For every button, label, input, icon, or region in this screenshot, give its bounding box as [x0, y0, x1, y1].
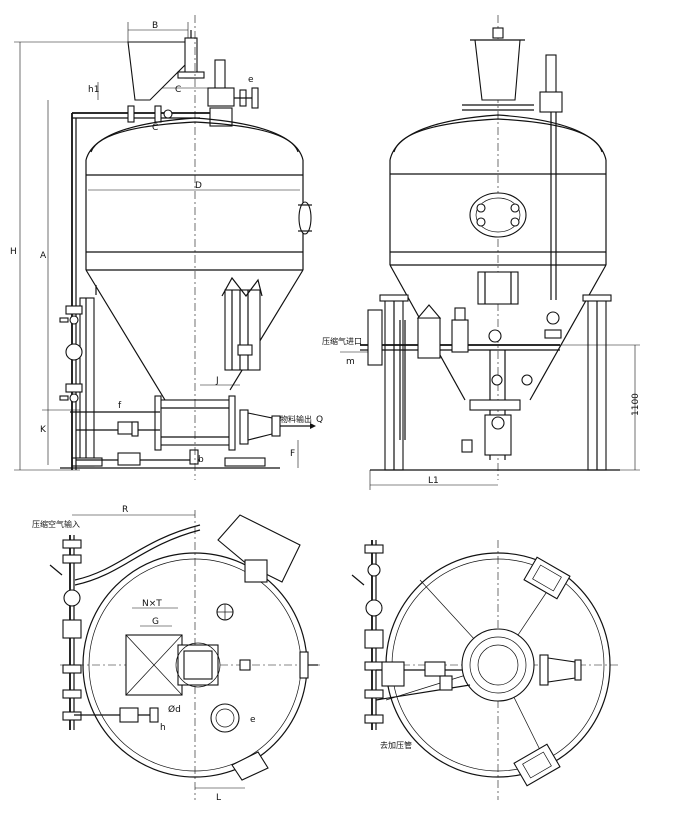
dim-K-label: K	[40, 425, 47, 435]
left-valve-stack	[59, 305, 83, 403]
dim-b-label: b	[198, 455, 204, 465]
dim-e-plan-label: e	[250, 715, 256, 725]
dim-A-label: A	[40, 251, 47, 261]
front-view: H A K h1 B C C e	[10, 15, 323, 480]
dim-R-label: R	[122, 505, 128, 515]
dim-G-label: G	[152, 617, 159, 627]
air-inlet-label: 压缩气进口	[322, 336, 362, 346]
dim-1100-label: 1100	[631, 393, 641, 416]
side-view: 压缩气进口 m 1100 L1	[322, 15, 641, 490]
plan-view: R 压缩空气输入 N×T G Ød h e	[32, 505, 320, 803]
outlet-label: 物料输出	[280, 414, 312, 424]
dim-H-label: H	[10, 247, 17, 257]
dim-J-label: J	[215, 376, 219, 386]
bottom-view: 去加压管	[351, 540, 620, 800]
pressure-pipe-label: 去加压管	[380, 740, 412, 750]
dim-d-label: Ød	[168, 704, 181, 715]
dim-F-label: F	[290, 449, 295, 459]
bottom-valve-stack	[351, 544, 384, 724]
dim-f-label: f	[118, 401, 122, 411]
dim-e-label: e	[248, 75, 254, 85]
dim-D-label: D	[195, 181, 202, 191]
dim-NxT-label: N×T	[142, 599, 162, 609]
dim-m-label: m	[346, 357, 355, 367]
air-input-label: 压缩空气输入	[32, 519, 80, 529]
dim-L-label: L	[216, 793, 221, 803]
dim-C2-label: C	[152, 123, 158, 133]
dim-B-label: B	[152, 21, 158, 31]
dim-Q-label: Q	[316, 415, 323, 425]
dim-h-label: h	[160, 723, 166, 733]
dim-L1-label: L1	[428, 476, 439, 486]
dim-h1-label: h1	[88, 85, 99, 95]
plan-valve-stack	[49, 539, 82, 721]
dim-C-label: C	[175, 85, 181, 95]
